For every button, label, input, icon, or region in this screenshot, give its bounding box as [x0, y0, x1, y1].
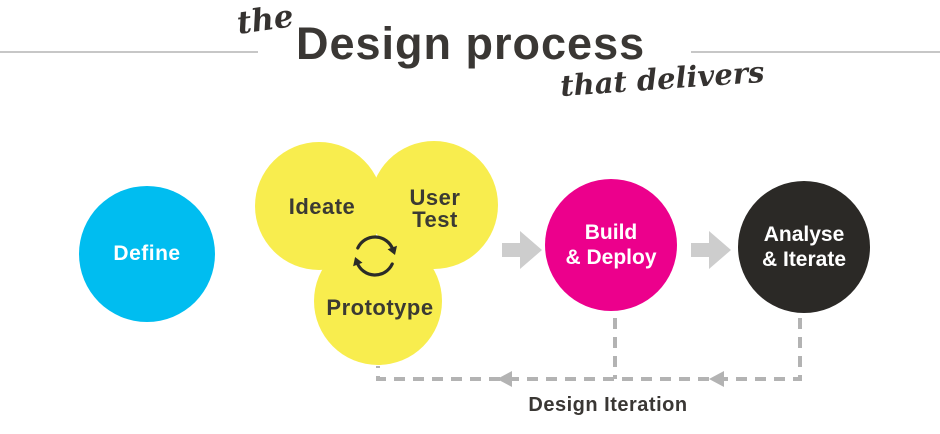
analyse-iterate-circle [738, 181, 870, 313]
user-test-label: User Test [385, 187, 485, 231]
build-deploy-label: Build & Deploy [545, 179, 677, 311]
build-deploy-label-line1: Build [584, 221, 638, 244]
dashed-arrowhead-left-icon [497, 371, 512, 387]
cycle-arrows-icon [353, 235, 397, 277]
build-deploy-label-line2: & Deploy [565, 246, 657, 269]
header-rule-right [691, 51, 940, 53]
define-circle [79, 186, 215, 322]
define-label: Define [113, 242, 181, 265]
ideate-label: Ideate [288, 194, 356, 219]
user-test-label-line2: Test [412, 207, 458, 232]
user-test-label-line1: User [409, 185, 461, 210]
title-prefix: the [234, 0, 296, 42]
analyse-iterate-label-line2: & Iterate [761, 248, 847, 271]
analyse-iterate-label: Analyse & Iterate [738, 181, 870, 313]
prototype-label: Prototype [326, 295, 434, 320]
arrow-ideation-to-build-icon [502, 231, 542, 269]
header-rule-left [0, 51, 258, 53]
design-iteration-dashed-path [376, 318, 802, 387]
prototype-circle [314, 237, 442, 365]
arrow-build-to-analyse-icon [691, 231, 731, 269]
design-iteration-label: Design Iteration [528, 394, 688, 416]
page-title: Design process [296, 18, 646, 69]
dashed-arrowhead-mid-icon [709, 371, 724, 387]
build-deploy-circle [545, 179, 677, 311]
analyse-iterate-label-line1: Analyse [763, 223, 845, 246]
